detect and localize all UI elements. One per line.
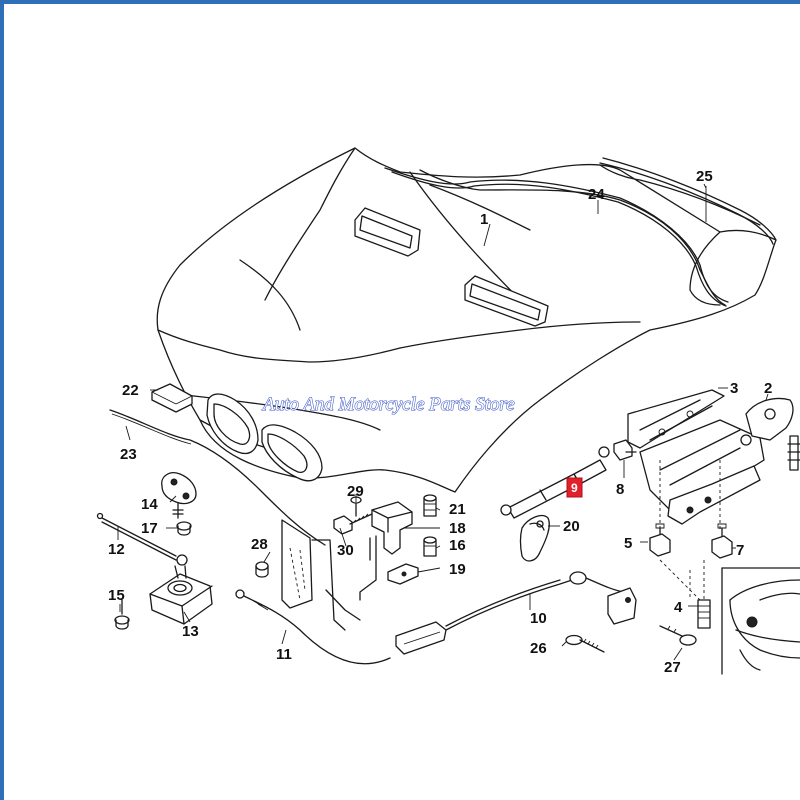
connector-part-10 xyxy=(569,571,637,625)
label-part-18: 18 xyxy=(449,520,466,537)
clip-part-19 xyxy=(387,563,419,585)
label-part-29: 29 xyxy=(347,483,364,500)
label-part-9: 9 xyxy=(571,481,578,495)
label-part-4: 4 xyxy=(674,599,683,616)
label-part-14: 14 xyxy=(141,496,158,513)
label-part-12: 12 xyxy=(108,541,125,558)
label-part-16: 16 xyxy=(449,537,466,554)
bolt-part-30 xyxy=(333,513,373,535)
top-border xyxy=(0,0,800,4)
left-border xyxy=(0,0,4,800)
label-part-7: 7 xyxy=(736,542,744,559)
label-part-26: 26 xyxy=(530,640,547,657)
gas-strut-part-9 xyxy=(500,446,610,519)
label-part-8: 8 xyxy=(616,481,624,498)
screw-part-27 xyxy=(659,625,697,646)
clip-part-22 xyxy=(151,383,193,413)
label-part-3: 3 xyxy=(730,380,738,397)
stud-part-4 xyxy=(697,560,711,629)
hinge-part-2 xyxy=(639,397,800,530)
label-part-17: 17 xyxy=(141,520,158,537)
latch-part-18 xyxy=(359,501,413,601)
bracket-part-14 xyxy=(161,472,197,519)
grommet-part-17 xyxy=(176,521,192,536)
bolt-part-7 xyxy=(711,523,733,559)
label-part-22: 22 xyxy=(122,382,139,399)
bolt-part-28 xyxy=(255,561,269,578)
label-part-15: 15 xyxy=(108,587,125,604)
label-part-30: 30 xyxy=(337,542,354,559)
bolt-part-8 xyxy=(613,439,637,461)
hinge-plate-part-3 xyxy=(627,389,725,449)
label-part-21: 21 xyxy=(449,501,466,518)
label-part-27: 27 xyxy=(664,659,681,676)
cable-part-23 xyxy=(109,409,326,546)
label-part-10: 10 xyxy=(530,610,547,627)
seal-strips-part-24-25 xyxy=(384,157,777,307)
label-part-20: 20 xyxy=(563,518,580,535)
handle-part-20 xyxy=(519,514,550,562)
label-part-23: 23 xyxy=(120,446,137,463)
label-part-28: 28 xyxy=(251,536,268,553)
stop-part-21 xyxy=(423,494,437,517)
label-part-5: 5 xyxy=(624,535,632,552)
support-bracket xyxy=(281,519,361,631)
label-part-2: 2 xyxy=(764,380,772,397)
store-watermark: Auto And Motorcycle Parts Store xyxy=(261,394,515,415)
stop-part-16 xyxy=(423,536,437,557)
label-part-11: 11 xyxy=(276,646,292,663)
release-cable-part-11 xyxy=(235,575,585,665)
label-part-13: 13 xyxy=(182,623,199,640)
label-part-1: 1 xyxy=(480,211,488,228)
rod-part-12 xyxy=(96,512,188,566)
bolt-part-5 xyxy=(649,523,671,557)
lock-part-13 xyxy=(149,565,213,625)
screw-part-15 xyxy=(114,599,130,630)
leader-lines xyxy=(117,183,769,661)
label-part-19: 19 xyxy=(449,561,466,578)
highlight-marker-part-9 xyxy=(566,477,583,498)
car-location-thumbnail xyxy=(721,567,800,675)
label-part-24: 24 xyxy=(588,186,605,203)
label-part-25: 25 xyxy=(696,168,713,185)
screw-part-26 xyxy=(565,634,605,653)
